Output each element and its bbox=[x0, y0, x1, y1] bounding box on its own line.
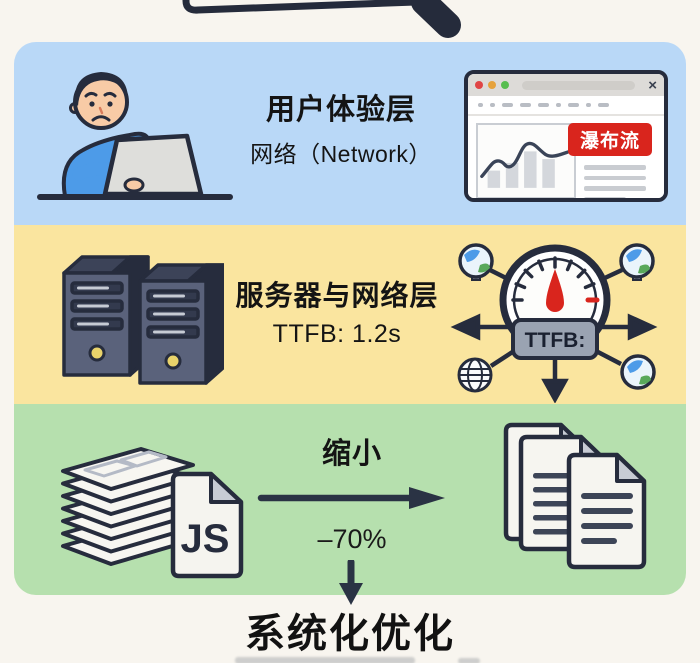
js-file-icon: JS bbox=[170, 471, 244, 579]
ttfb-gauge-illustration: TTFB: bbox=[450, 243, 658, 403]
server-towers-illustration bbox=[62, 255, 224, 385]
performance-chart-panel bbox=[476, 123, 576, 198]
server-tower-left bbox=[62, 255, 150, 377]
js-file-stack-illustration: JS bbox=[61, 447, 244, 579]
toolbar-dash bbox=[520, 103, 531, 107]
magnifier-decoration bbox=[182, 0, 461, 38]
ttfb-box-label: TTFB: bbox=[525, 329, 586, 352]
minified-docs-illustration bbox=[503, 422, 647, 570]
layer-stack: 用户体验层 网络（Network） × bbox=[14, 42, 686, 595]
server-layer-subtitle: TTFB: 1.2s bbox=[272, 320, 402, 349]
doc-front bbox=[566, 452, 647, 570]
chart-bar bbox=[542, 159, 555, 188]
user-hair bbox=[74, 72, 129, 106]
toolbar-dash bbox=[478, 103, 483, 107]
left-arrow-icon bbox=[450, 313, 481, 341]
browser-content: 瀑布流 bbox=[468, 116, 664, 198]
user-frown bbox=[91, 115, 111, 122]
user-eye-right bbox=[107, 101, 113, 107]
placeholder-line bbox=[584, 196, 626, 198]
chart-bar bbox=[505, 162, 519, 188]
placeholder-line bbox=[584, 175, 646, 180]
browser-right-panel: 瀑布流 bbox=[568, 123, 656, 198]
text-placeholder-lines bbox=[584, 165, 656, 198]
gauge-needle bbox=[546, 269, 564, 312]
user-eye-left bbox=[89, 101, 95, 107]
ux-layer-text: 用户体验层 网络（Network） bbox=[236, 94, 446, 169]
server-tower-right bbox=[138, 263, 224, 385]
top-paper-detail bbox=[83, 450, 168, 478]
size-delta-label: –70% bbox=[317, 524, 387, 555]
gauge-ticks bbox=[511, 256, 596, 302]
ux-layer-title: 用户体验层 bbox=[265, 94, 416, 126]
minify-label: 缩小 bbox=[321, 438, 382, 470]
user-nose bbox=[98, 106, 104, 115]
performance-chart bbox=[480, 141, 572, 188]
toolbar-dash bbox=[598, 103, 609, 107]
frustrated-user-illustration bbox=[37, 72, 233, 200]
chart-bar bbox=[487, 170, 501, 188]
chart-bar bbox=[524, 151, 537, 188]
user-brow-left bbox=[84, 92, 98, 98]
user-brow-right bbox=[103, 92, 117, 98]
window-dot-yellow-icon bbox=[488, 81, 496, 89]
cropped-bottom-remnant bbox=[235, 657, 415, 663]
server-layer-text: 服务器与网络层 TTFB: 1.2s bbox=[212, 280, 462, 349]
waterfall-badge: 瀑布流 bbox=[568, 123, 652, 156]
minify-right-arrow-icon bbox=[257, 487, 445, 510]
toolbar-dash bbox=[490, 103, 495, 107]
window-dot-green-icon bbox=[501, 81, 509, 89]
cropped-bottom-remnant bbox=[458, 658, 480, 663]
right-arrow-icon bbox=[627, 313, 658, 341]
server-layer-band: 服务器与网络层 TTFB: 1.2s bbox=[14, 225, 686, 404]
server-layer-title: 服务器与网络层 bbox=[235, 280, 439, 311]
close-icon: × bbox=[648, 76, 657, 94]
ux-layer-band: 用户体验层 网络（Network） × bbox=[14, 42, 686, 225]
ux-layer-subtitle: 网络（Network） bbox=[250, 141, 432, 168]
placeholder-line bbox=[584, 186, 646, 191]
placeholder-line bbox=[584, 165, 646, 170]
toolbar-dash bbox=[502, 103, 513, 107]
toolbar-dash bbox=[538, 103, 549, 107]
gauge-down-arrow-icon bbox=[541, 378, 569, 403]
magnifier-rim bbox=[182, 0, 420, 14]
browser-toolbar bbox=[468, 96, 664, 116]
js-file-label: JS bbox=[181, 517, 230, 561]
down-arrow-icon bbox=[339, 560, 363, 605]
globe-top-left-icon bbox=[458, 243, 494, 281]
footer-caption: 系统化优化 bbox=[245, 612, 455, 656]
assets-layer-band: JS 缩小 –70% bbox=[14, 404, 686, 595]
toolbar-dash bbox=[556, 103, 561, 107]
user-hand bbox=[123, 177, 145, 193]
magnifier-handle-icon bbox=[411, 0, 461, 38]
globe-wireframe-icon bbox=[457, 357, 493, 393]
address-bar bbox=[522, 80, 636, 90]
doc-front-lines bbox=[581, 493, 633, 544]
window-dot-red-icon bbox=[475, 81, 483, 89]
toolbar-dash bbox=[586, 103, 591, 107]
toolbar-dash bbox=[568, 103, 579, 107]
chart-line bbox=[480, 141, 572, 179]
laptop-illustration bbox=[102, 133, 204, 197]
minify-action-text: 缩小 –70% bbox=[242, 438, 462, 555]
globe-top-right-icon bbox=[619, 243, 655, 281]
ttfb-box: TTFB: bbox=[511, 318, 599, 360]
network-arrows bbox=[450, 267, 658, 403]
browser-titlebar: × bbox=[468, 74, 664, 96]
browser-window-illustration: × bbox=[464, 70, 668, 202]
globe-bottom-right-icon bbox=[620, 354, 656, 390]
